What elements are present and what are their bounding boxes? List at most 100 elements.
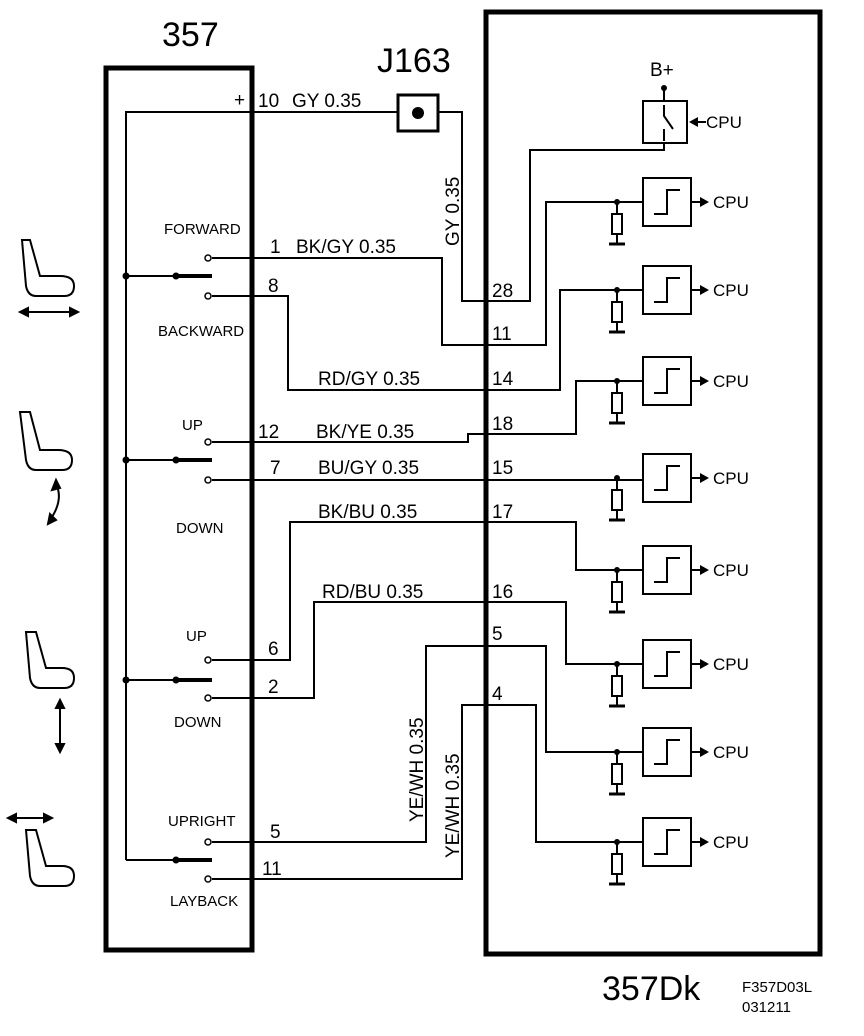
cpu-label-5: CPU bbox=[713, 561, 749, 580]
route-16 bbox=[486, 601, 643, 665]
schmitt-symbol-6 bbox=[654, 651, 680, 677]
resistor-1 bbox=[611, 213, 623, 235]
cpu-label-1: CPU bbox=[713, 193, 749, 212]
module-pin-4: 4 bbox=[492, 684, 503, 705]
route-5 bbox=[486, 645, 643, 753]
wire-gy-vert-label: GY 0.35 bbox=[443, 177, 464, 246]
seat-forward-backward-icon bbox=[17, 239, 81, 318]
wire-8-rdgy bbox=[212, 295, 486, 391]
wire-yewh2-label: YE/WH 0.35 bbox=[443, 753, 464, 858]
switch2-junction bbox=[122, 456, 130, 464]
route-4 bbox=[486, 704, 643, 843]
resistor-8 bbox=[611, 853, 623, 875]
contact-down1 bbox=[204, 476, 212, 484]
switch3-junction bbox=[122, 676, 130, 684]
wire-2-rdbu bbox=[212, 601, 486, 699]
supply-switch-contact bbox=[663, 105, 674, 130]
route-17 bbox=[486, 521, 643, 571]
label-up1: UP bbox=[182, 417, 203, 434]
switch1-pivot bbox=[172, 272, 180, 280]
pin-2: 2 bbox=[268, 677, 279, 698]
label-upright: UPRIGHT bbox=[168, 813, 236, 830]
module-357dk-title: 357Dk bbox=[602, 970, 701, 1008]
figure-date: 031211 bbox=[742, 999, 791, 1016]
contact-upright bbox=[204, 838, 212, 846]
arrow-left-icon bbox=[689, 117, 698, 127]
arrow-right-icon bbox=[700, 659, 709, 669]
wire-11-yewh bbox=[212, 704, 486, 880]
contact-layback bbox=[204, 875, 212, 883]
wire-gy-label: GY 0.35 bbox=[292, 91, 361, 112]
resistor-6 bbox=[611, 675, 623, 697]
label-backward: BACKWARD bbox=[158, 323, 244, 340]
module-pin-28: 28 bbox=[492, 281, 513, 302]
plus-sign: + bbox=[234, 90, 245, 111]
switch4-pivot bbox=[172, 856, 180, 864]
seat-height-icon bbox=[24, 631, 76, 755]
connector-j163-title: J163 bbox=[377, 42, 451, 80]
cpu-label-8: CPU bbox=[713, 833, 749, 852]
cpu-label-top: CPU bbox=[706, 113, 742, 132]
resistor-2 bbox=[611, 301, 623, 323]
pin-1: 1 bbox=[270, 237, 281, 258]
contact-forward bbox=[204, 254, 212, 262]
pin-7: 7 bbox=[270, 458, 281, 479]
schmitt-symbol-8 bbox=[654, 829, 680, 855]
module-pin-16: 16 bbox=[492, 582, 513, 603]
cpu-label-2: CPU bbox=[713, 281, 749, 300]
seat-backrest-icon bbox=[5, 812, 76, 887]
contact-backward bbox=[204, 292, 212, 300]
pin-11: 11 bbox=[262, 859, 282, 880]
route-11 bbox=[486, 201, 643, 346]
arrow-right-icon bbox=[700, 285, 709, 295]
resistor-5 bbox=[611, 581, 623, 603]
switch3-pivot bbox=[172, 676, 180, 684]
contact-up2 bbox=[204, 656, 212, 664]
pin-8: 8 bbox=[268, 276, 279, 297]
wire-12-label: BK/YE 0.35 bbox=[316, 422, 414, 443]
contact-up1 bbox=[204, 438, 212, 446]
contact-down2 bbox=[204, 694, 212, 702]
cpu-label-6: CPU bbox=[713, 655, 749, 674]
j163-pin-dot bbox=[412, 107, 424, 119]
module-pin-18: 18 bbox=[492, 414, 513, 435]
wire-5-yewh bbox=[212, 645, 486, 843]
arrow-right-icon bbox=[700, 376, 709, 386]
label-up2: UP bbox=[186, 628, 207, 645]
wire-rdbu-label: RD/BU 0.35 bbox=[322, 582, 423, 603]
route-18 bbox=[486, 380, 643, 435]
resistor-7 bbox=[611, 763, 623, 785]
figure-code: F357D03L bbox=[742, 979, 812, 996]
label-forward: FORWARD bbox=[164, 221, 241, 238]
pin-5: 5 bbox=[270, 822, 281, 843]
module-pin-5: 5 bbox=[492, 624, 503, 645]
switch-357-box bbox=[103, 65, 255, 953]
wire-yewh1-label: YE/WH 0.35 bbox=[407, 717, 428, 822]
wire-6-bkbu bbox=[212, 521, 486, 661]
resistor-4 bbox=[611, 489, 623, 511]
module-pin-11: 11 bbox=[492, 324, 512, 345]
module-pin-14: 14 bbox=[492, 369, 514, 390]
wire-bkbu-label: BK/BU 0.35 bbox=[318, 502, 417, 523]
wire-7-label: BU/GY 0.35 bbox=[318, 458, 419, 479]
arrow-right-icon bbox=[700, 197, 709, 207]
schmitt-symbol-5 bbox=[654, 557, 680, 583]
common-rail bbox=[125, 111, 248, 860]
wire-12-bkye bbox=[212, 433, 486, 443]
switch2-pivot bbox=[172, 456, 180, 464]
label-down1: DOWN bbox=[176, 520, 224, 537]
switch1-junction bbox=[122, 272, 130, 280]
schmitt-symbol-2 bbox=[654, 277, 680, 303]
switch-357-title: 357 bbox=[162, 16, 219, 54]
arrow-right-icon bbox=[700, 565, 709, 575]
pin-10: 10 bbox=[258, 91, 279, 112]
module-pin-15: 15 bbox=[492, 458, 513, 479]
seat-tilt-icon bbox=[18, 411, 74, 526]
schmitt-symbol-1 bbox=[654, 189, 680, 215]
wire-gy-28 bbox=[438, 111, 486, 302]
cpu-label-3: CPU bbox=[713, 372, 749, 391]
wire-1-label: BK/GY 0.35 bbox=[296, 237, 396, 258]
schmitt-symbol-7 bbox=[654, 739, 680, 765]
